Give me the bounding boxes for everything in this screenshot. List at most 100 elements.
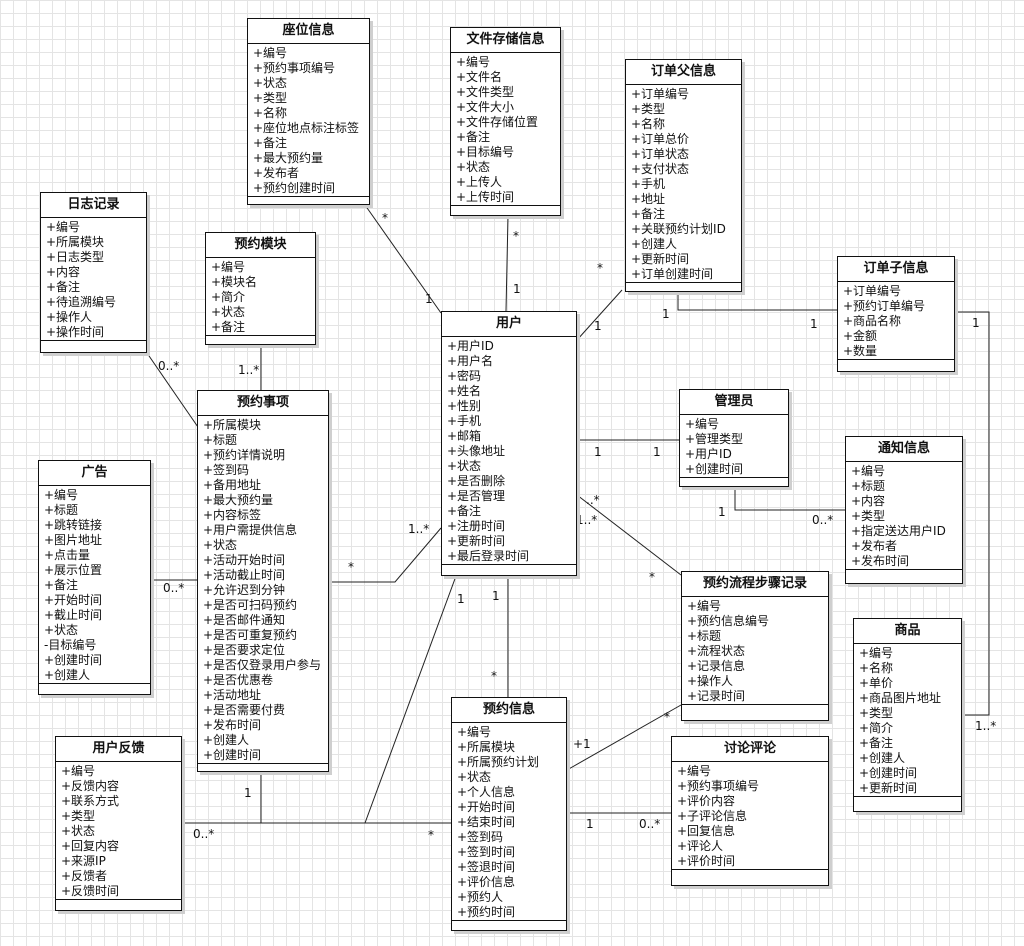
method-compartment bbox=[838, 359, 954, 369]
class-dingdan-fu-xinxi[interactable]: 订单父信息 +订单编号+类型+名称+订单总价+订单状态+支付状态+手机+地址+备… bbox=[625, 59, 742, 292]
attribute: +文件名 bbox=[456, 70, 503, 84]
attribute: +活动地址 bbox=[203, 688, 262, 702]
attribute: +关联预约计划ID bbox=[631, 222, 726, 236]
attribute: +联系方式 bbox=[61, 794, 120, 808]
attribute: +反馈者 bbox=[61, 869, 108, 883]
attribute: +订单编号 bbox=[843, 284, 902, 298]
attribute: +是否要求定位 bbox=[203, 643, 286, 657]
multiplicity-label: 1 bbox=[810, 317, 818, 331]
method-compartment bbox=[672, 869, 828, 879]
class-taolun-pinglun[interactable]: 讨论评论 +编号+预约事项编号+评价内容+子评论信息+回复信息+评论人+评价时间 bbox=[671, 736, 829, 886]
attribute: +活动开始时间 bbox=[203, 553, 286, 567]
edge-order-user bbox=[576, 289, 623, 341]
attribute-list: +所属模块+标题+预约详情说明+签到码+备用地址+最大预约量+内容标签+用户需提… bbox=[198, 416, 328, 763]
attribute: +用户ID bbox=[447, 339, 494, 353]
attribute: +手机 bbox=[631, 177, 666, 191]
multiplicity-label: 1 bbox=[653, 445, 661, 459]
multiplicity-label: * bbox=[664, 710, 670, 724]
attribute: +记录时间 bbox=[687, 689, 746, 703]
class-yuyue-mokuai[interactable]: 预约模块 +编号+模块名+简介+状态+备注 bbox=[205, 232, 316, 345]
edge-sub-goods bbox=[955, 311, 990, 716]
multiplicity-label: 1 bbox=[594, 319, 602, 333]
multiplicity-label: 1 bbox=[594, 445, 602, 459]
class-tongzhi-xinxi[interactable]: 通知信息 +编号+标题+内容+类型+指定送达用户ID+发布者+发布时间 bbox=[845, 436, 963, 584]
attribute: +编号 bbox=[687, 599, 722, 613]
multiplicity-label: 0..* bbox=[812, 513, 834, 527]
multiplicity-label: ..* bbox=[586, 493, 600, 507]
multiplicity-label: 1 bbox=[586, 817, 594, 831]
attribute: +密码 bbox=[447, 369, 482, 383]
multiplicity-label: 0..* bbox=[163, 581, 185, 595]
attribute-list: +编号+预约事项编号+评价内容+子评论信息+回复信息+评论人+评价时间 bbox=[672, 762, 828, 869]
attribute: +编号 bbox=[851, 464, 886, 478]
attribute: +回复内容 bbox=[61, 839, 120, 853]
attribute: +名称 bbox=[253, 106, 288, 120]
attribute: +文件存储位置 bbox=[456, 115, 539, 129]
attribute: +邮箱 bbox=[447, 429, 482, 443]
class-yuyue-liucheng-buzhou-jilu[interactable]: 预约流程步骤记录 +编号+预约信息编号+标题+流程状态+记录信息+操作人+记录时… bbox=[681, 571, 829, 721]
class-rizhi-jilu[interactable]: 日志记录 +编号+所属模块+日志类型+内容+备注+待追溯编号+操作人+操作时间 bbox=[40, 192, 147, 353]
edge-flow-yuyue bbox=[566, 704, 682, 771]
attribute: +编号 bbox=[456, 55, 491, 69]
attribute-list: +编号+文件名+文件类型+文件大小+文件存储位置+备注+目标编号+状态+上传人+… bbox=[451, 53, 560, 205]
method-compartment bbox=[56, 899, 181, 909]
method-compartment bbox=[198, 763, 328, 773]
attribute: +截止时间 bbox=[44, 608, 103, 622]
multiplicity-label: 0..* bbox=[158, 359, 180, 373]
attribute-list: +编号+所属模块+所属预约计划+状态+个人信息+开始时间+结束时间+签到码+签到… bbox=[452, 723, 566, 920]
multiplicity-label: 0..* bbox=[639, 817, 661, 831]
attribute: +备注 bbox=[44, 578, 79, 592]
edge-zuowei-user bbox=[364, 204, 442, 314]
attribute: +类型 bbox=[253, 91, 288, 105]
multiplicity-label: * bbox=[649, 570, 655, 584]
attribute: +评价信息 bbox=[457, 875, 516, 889]
attribute: +最大预约量 bbox=[203, 493, 274, 507]
class-zuowei-xinxi[interactable]: 座位信息 +编号+预约事项编号+状态+类型+名称+座位地点标注标签+备注+最大预… bbox=[247, 18, 370, 205]
attribute: +操作人 bbox=[46, 310, 93, 324]
attribute: +单价 bbox=[859, 676, 894, 690]
attribute: +创建时间 bbox=[685, 462, 744, 476]
class-guanliyuan[interactable]: 管理员 +编号+管理类型+用户ID+创建时间 bbox=[679, 389, 789, 487]
multiplicity-label: * bbox=[597, 261, 603, 275]
attribute: +允许迟到分钟 bbox=[203, 583, 286, 597]
class-guanggao[interactable]: 广告 +编号+标题+跳转链接+图片地址+点击量+展示位置+备注+开始时间+截止时… bbox=[38, 460, 151, 695]
class-yuyue-xinxi[interactable]: 预约信息 +编号+所属模块+所属预约计划+状态+个人信息+开始时间+结束时间+签… bbox=[451, 697, 567, 931]
attribute: +备注 bbox=[631, 207, 666, 221]
attribute: +更新时间 bbox=[859, 781, 918, 795]
attribute-list: +订单编号+预约订单编号+商品名称+金额+数量 bbox=[838, 282, 954, 359]
attribute: +创建时间 bbox=[203, 748, 262, 762]
attribute: +订单编号 bbox=[631, 87, 690, 101]
attribute: +编号 bbox=[211, 260, 246, 274]
edge-shixiang-user bbox=[329, 527, 442, 583]
class-title: 预约事项 bbox=[198, 391, 328, 416]
attribute: +是否可扫码预约 bbox=[203, 598, 298, 612]
attribute: +目标编号 bbox=[456, 145, 515, 159]
class-title: 管理员 bbox=[680, 390, 788, 415]
attribute: +状态 bbox=[253, 76, 288, 90]
class-yonghu[interactable]: 用户 +用户ID+用户名+密码+姓名+性别+手机+邮箱+头像地址+状态+是否删除… bbox=[441, 311, 577, 576]
multiplicity-label: * bbox=[348, 560, 354, 574]
attribute: +开始时间 bbox=[44, 593, 103, 607]
attribute: +标题 bbox=[687, 629, 722, 643]
method-compartment bbox=[680, 477, 788, 487]
edge-user-flow bbox=[576, 494, 682, 576]
class-dingdan-zi-xinxi[interactable]: 订单子信息 +订单编号+预约订单编号+商品名称+金额+数量 bbox=[837, 256, 955, 372]
attribute-list: +编号+反馈内容+联系方式+类型+状态+回复内容+来源IP+反馈者+反馈时间 bbox=[56, 762, 181, 899]
attribute-list: +编号+标题+内容+类型+指定送达用户ID+发布者+发布时间 bbox=[846, 462, 962, 569]
attribute: +预约订单编号 bbox=[843, 299, 926, 313]
class-shangpin[interactable]: 商品 +编号+名称+单价+商品图片地址+类型+简介+备注+创建人+创建时间+更新… bbox=[853, 618, 962, 812]
class-yuyue-shixiang[interactable]: 预约事项 +所属模块+标题+预约详情说明+签到码+备用地址+最大预约量+内容标签… bbox=[197, 390, 329, 772]
attribute: +名称 bbox=[859, 661, 894, 675]
class-wenjian-cunchu-xinxi[interactable]: 文件存储信息 +编号+文件名+文件类型+文件大小+文件存储位置+备注+目标编号+… bbox=[450, 27, 561, 216]
attribute: +名称 bbox=[631, 117, 666, 131]
attribute: +用户ID bbox=[685, 447, 732, 461]
attribute: +备注 bbox=[859, 736, 894, 750]
attribute-list: +编号+预约信息编号+标题+流程状态+记录信息+操作人+记录时间 bbox=[682, 597, 828, 704]
class-title: 通知信息 bbox=[846, 437, 962, 462]
multiplicity-label: 1..* bbox=[576, 513, 598, 527]
class-yonghu-fankui[interactable]: 用户反馈 +编号+反馈内容+联系方式+类型+状态+回复内容+来源IP+反馈者+反… bbox=[55, 736, 182, 911]
multiplicity-label: * bbox=[382, 211, 388, 225]
attribute: +反馈内容 bbox=[61, 779, 120, 793]
attribute: +所属模块 bbox=[46, 235, 105, 249]
attribute: +是否需要付费 bbox=[203, 703, 286, 717]
